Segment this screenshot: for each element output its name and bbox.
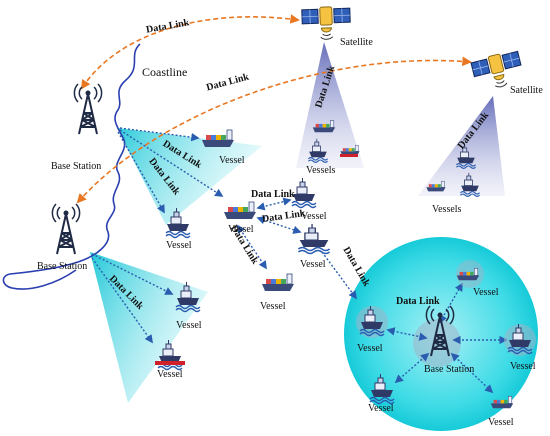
ring-vessel-left-label: Vessel xyxy=(357,343,383,354)
base-station-1-tower-icon xyxy=(73,83,103,135)
satellite-1-icon xyxy=(301,5,352,41)
vessel-bs2-a-label: Vessel xyxy=(176,320,202,331)
vessel-cruise-icon xyxy=(297,223,331,255)
vessel-bs1-a-label: Vessel xyxy=(219,155,245,166)
satellite-2-to-base-station-2-link xyxy=(76,56,472,204)
link-ring-top xyxy=(439,282,463,324)
base-station-1-label: Base Station xyxy=(51,161,102,172)
vessel-cruise-label: Vessel xyxy=(300,259,326,270)
satellite-2-label: Satellite xyxy=(510,85,543,96)
link-center-vessel-right xyxy=(256,197,292,211)
vessel-center-right-label: Vessel xyxy=(301,211,327,222)
link-bs1-vessel-a xyxy=(119,127,200,142)
ring-vessel-bottom-left-label: Vessel xyxy=(368,403,394,414)
base-station-3-label: Base Station xyxy=(424,364,475,375)
link-center-vessel-bottom xyxy=(237,224,267,270)
ring-vessel-bottom-right-label: Vessel xyxy=(488,417,514,428)
vessel-center-bottom-icon xyxy=(261,273,295,292)
base-station-2-tower-icon xyxy=(51,203,81,255)
ring-vessel-top-label: Vessel xyxy=(473,287,499,298)
link-cruise-to-ring xyxy=(321,251,357,300)
ring-vessel-right-label: Vessel xyxy=(510,361,536,372)
data-link-label-ring: Data Link xyxy=(396,296,440,307)
base-station-2-label: Base Station xyxy=(37,261,88,272)
link-ring-bottom-right xyxy=(450,352,494,394)
coastline-label: Coastline xyxy=(142,65,188,79)
link-bs1-vessel-center xyxy=(119,129,224,197)
data-link-label-center-right: Data Link xyxy=(251,189,295,200)
link-bs2-vessel-b xyxy=(91,257,153,344)
vessel-bs1-a-icon xyxy=(201,129,235,148)
vessel-center-right-icon xyxy=(291,177,317,209)
vessel-bs2-b-red-hull-icon xyxy=(155,361,185,365)
link-ring-bottom-left xyxy=(394,352,430,384)
satellite-1-label: Satellite xyxy=(340,37,373,48)
vessels-sat1-label: Vessels xyxy=(306,165,336,176)
base-station-2-coverage-cone xyxy=(90,252,208,403)
link-bs2-vessel-a xyxy=(91,253,174,295)
vessel-center-bottom-label: Vessel xyxy=(260,301,286,312)
link-center-cruise xyxy=(256,216,302,234)
vessels-sat2-label: Vessels xyxy=(432,204,462,215)
link-bs1-vessel-b xyxy=(117,131,165,214)
satellite-1-red-hull-icon xyxy=(340,154,358,157)
vessel-center-icon xyxy=(223,201,257,220)
link-ring-left xyxy=(386,327,428,341)
vessel-center-label: Vessel xyxy=(228,224,254,235)
vessel-bs2-b-label: Vessel xyxy=(157,369,183,380)
vessel-bs1-b-label: Vessel xyxy=(166,240,192,251)
